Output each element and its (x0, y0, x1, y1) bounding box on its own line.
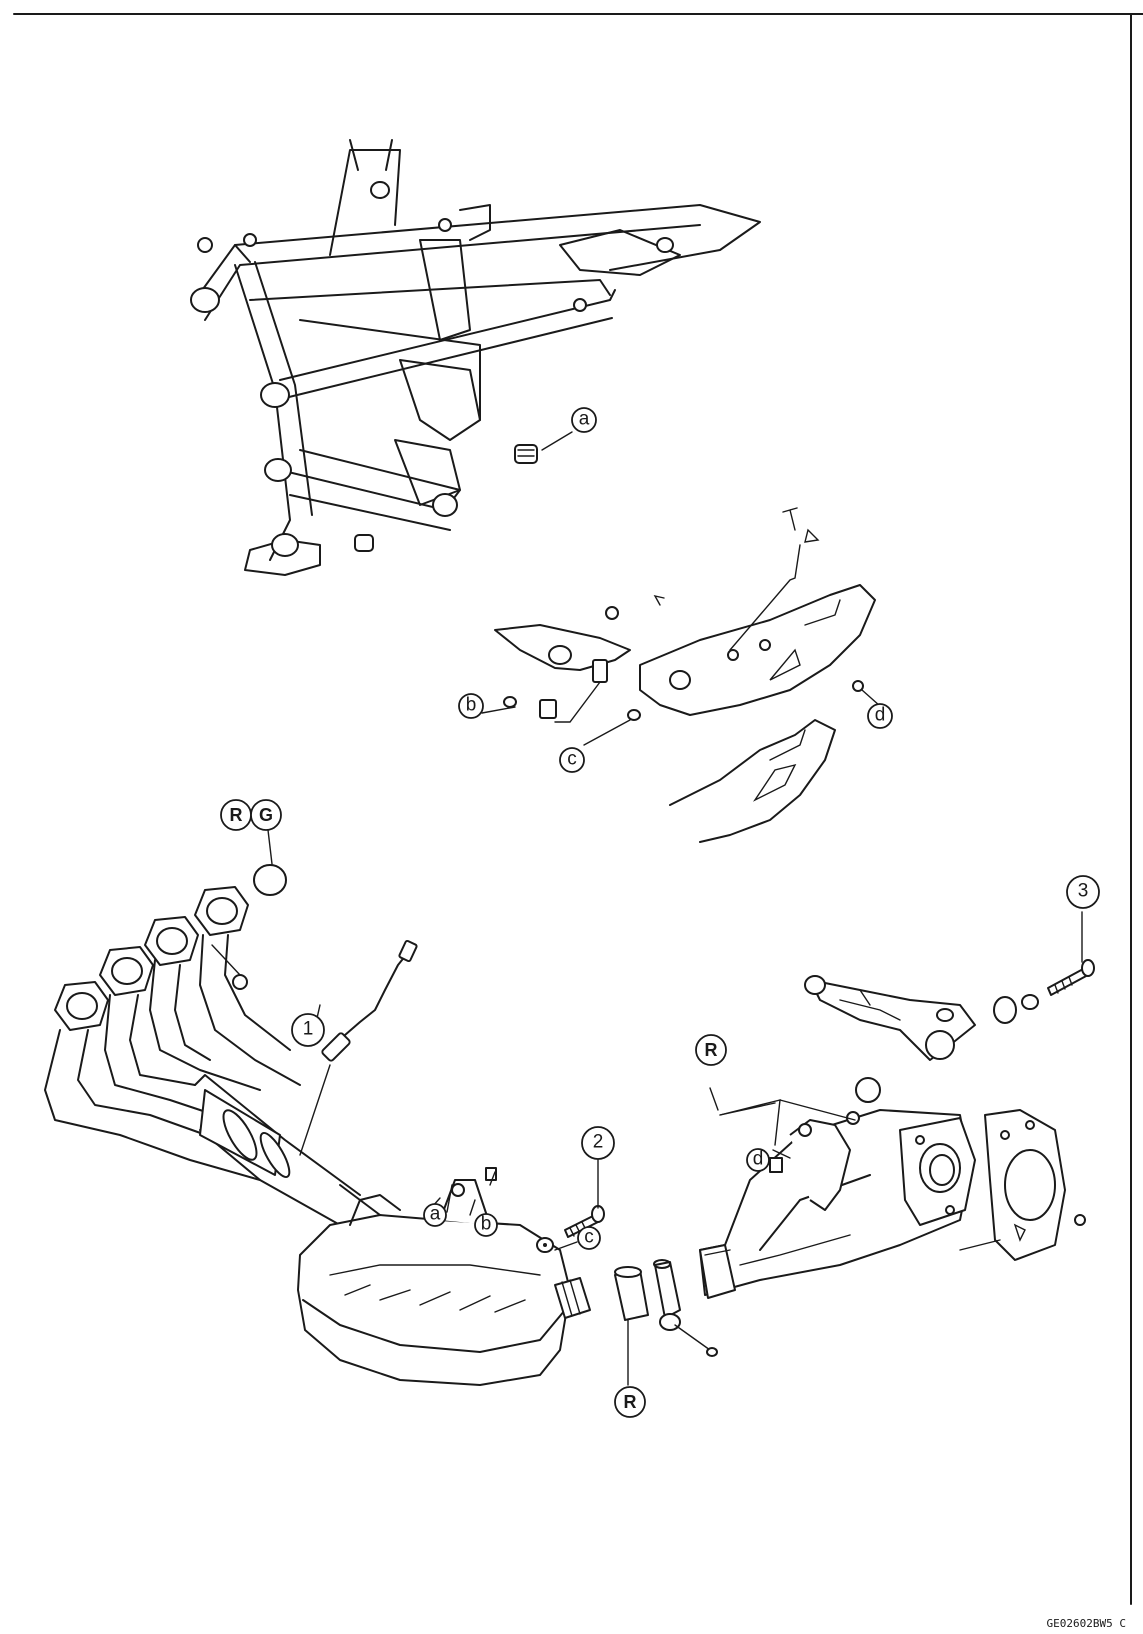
svg-text:b: b (466, 695, 477, 716)
callout-lower-b: b (474, 1213, 498, 1237)
leader-lines (267, 829, 791, 1251)
callout-gasket-r: R (220, 799, 252, 831)
callout-lower-c: c (577, 1226, 601, 1250)
rear-footpeg-bracket (804, 911, 1095, 1103)
svg-text:b: b (481, 1214, 492, 1235)
callout-frame-a: a (571, 407, 597, 433)
figure-code: GE02602BW5 C (1047, 1617, 1126, 1630)
callout-muffler-r: R (695, 1034, 727, 1066)
callout-bolt-3: 3 (1066, 875, 1100, 909)
leader-b (481, 706, 516, 714)
svg-text:R: R (624, 1392, 637, 1412)
svg-text:c: c (584, 1227, 594, 1248)
callout-bracket-b: b (458, 693, 484, 719)
svg-text:R: R (230, 805, 243, 825)
leader-a (541, 431, 573, 451)
svg-text:2: 2 (593, 1132, 604, 1153)
svg-text:R: R (705, 1040, 718, 1060)
svg-text:d: d (875, 705, 886, 726)
callout-gasket-g: G (250, 799, 282, 831)
callout-lower-d: d (746, 1148, 770, 1172)
callout-bolt-2: 2 (581, 1126, 615, 1160)
svg-text:1: 1 (303, 1019, 314, 1040)
svg-text:a: a (579, 409, 590, 430)
exhaust-header-pipes (44, 864, 361, 1226)
collar-nut (514, 444, 538, 464)
callout-bracket-c: c (559, 747, 585, 773)
callout-lower-a: a (423, 1203, 447, 1227)
exhaust-gasket (253, 864, 287, 896)
callout-bracket-d: d (867, 703, 893, 729)
svg-text:G: G (259, 805, 273, 825)
muffler (699, 1099, 1086, 1299)
oxygen-sensor (299, 939, 418, 1156)
svg-text:3: 3 (1078, 881, 1089, 902)
mounting-bolt-2 (485, 1167, 605, 1253)
heat-shields (481, 507, 881, 843)
motorcycle-frame (190, 139, 761, 576)
leader-d (861, 689, 881, 707)
callout-gasket-r-lower: R (614, 1386, 646, 1418)
svg-text:d: d (753, 1149, 764, 1170)
connector-gasket-clamp (614, 1259, 718, 1386)
pre-muffler-chamber (297, 1179, 591, 1386)
svg-text:a: a (430, 1204, 441, 1225)
leader-c (583, 719, 631, 746)
callout-sensor-1: 1 (291, 1013, 325, 1047)
svg-text:c: c (567, 749, 577, 770)
